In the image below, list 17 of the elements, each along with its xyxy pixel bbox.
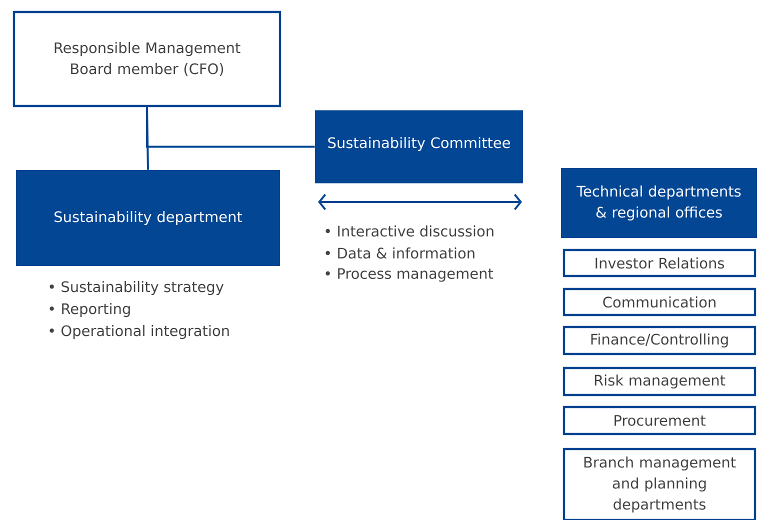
bullet-item: • Data & information — [326, 247, 474, 259]
connector-line — [146, 107, 315, 148]
office-box: Risk management — [562, 366, 756, 396]
bullet-item: • Reporting — [50, 302, 130, 318]
board-member-box: Responsible Management Board member (CFO) — [12, 10, 282, 108]
office-box: Branch management and planning departments — [562, 448, 756, 520]
department-box: Sustainability department — [16, 170, 280, 266]
office-box: Finance/Controlling — [562, 326, 756, 356]
office-box: Communication — [562, 288, 756, 316]
bullet-item: • Process management — [326, 268, 494, 282]
bullet-item: • Operational integration — [50, 324, 229, 340]
office-box: Procurement — [562, 406, 756, 436]
bullet-item: • Sustainability strategy — [50, 280, 224, 296]
office-box: Investor Relations — [562, 248, 756, 278]
header-box: Technical departments & regional offices — [561, 168, 757, 238]
bullet-item: • Interactive discussion — [326, 225, 494, 237]
committee-box: Sustainability Committee — [315, 110, 523, 184]
